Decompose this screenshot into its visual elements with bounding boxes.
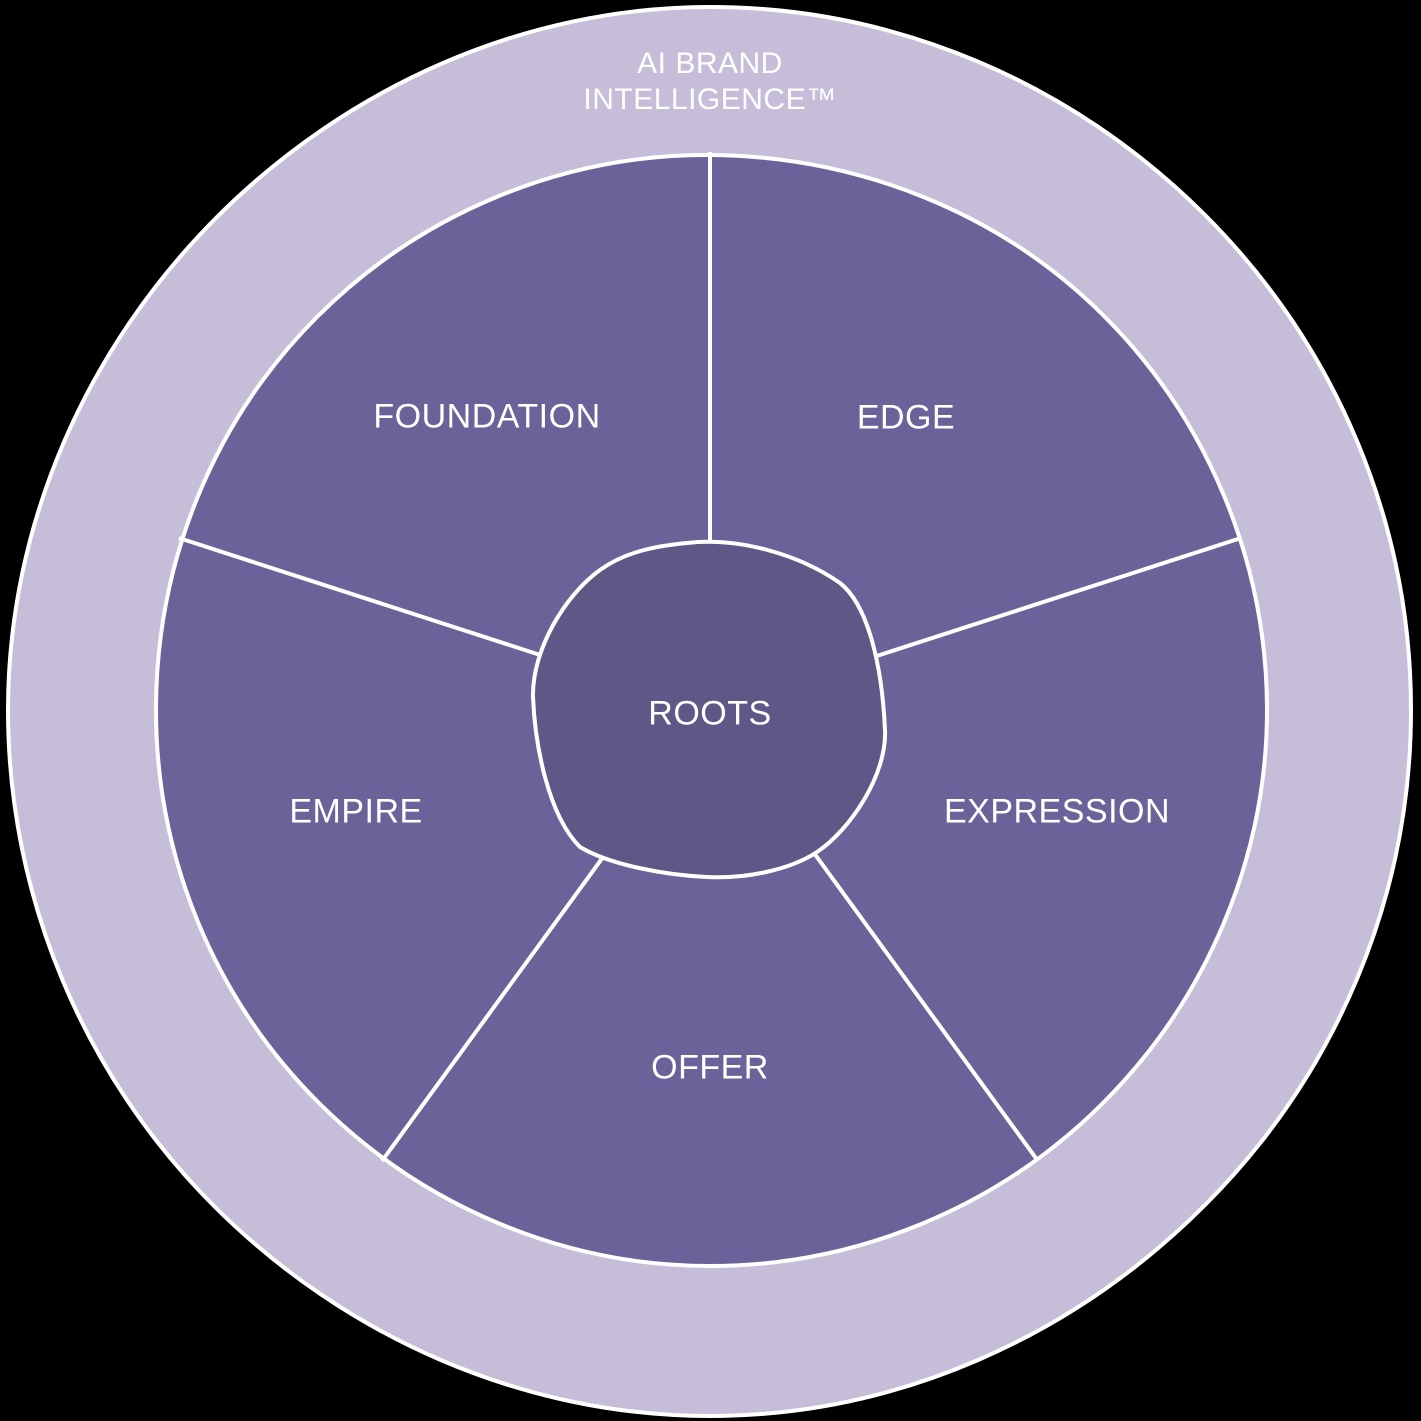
center-label-roots: ROOTS [648,694,772,733]
center-blob-shape [530,539,888,880]
wedge-label-edge: EDGE [856,398,956,437]
ring-title: AI BRAND INTELLIGENCE™ [583,47,837,116]
wedge-label-offer: OFFER [651,1048,769,1087]
wedge-label-expression: EXPRESSION [943,792,1171,831]
wedge-label-empire: EMPIRE [289,792,423,831]
wedge-label-foundation: FOUNDATION [373,397,601,436]
